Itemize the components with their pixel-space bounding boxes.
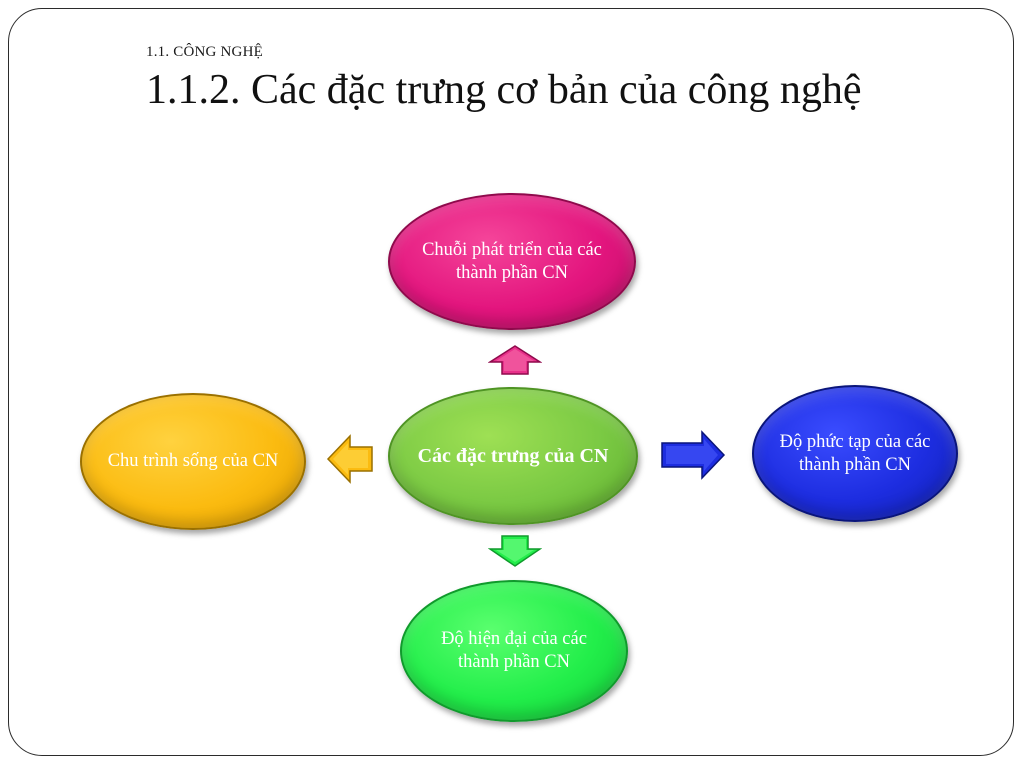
node-life-cycle: Chu trình sống của CN	[80, 393, 306, 530]
arrow-right-icon	[661, 430, 726, 480]
node-development-chain: Chuỗi phát triển của các thành phần CN	[388, 193, 636, 330]
node-center-label: Các đặc trưng của CN	[417, 444, 609, 467]
node-modernity-label: Độ hiện đại của các thành phần CN	[441, 629, 587, 672]
arrow-up-icon	[488, 345, 542, 375]
node-center-characteristics: Các đặc trưng của CN	[388, 387, 638, 525]
arrow-left-icon	[326, 434, 373, 484]
section-label: 1.1. CÔNG NGHỆ	[146, 44, 263, 60]
node-life-cycle-label: Chu trình sống của CN	[107, 451, 279, 471]
node-modernity: Độ hiện đại của các thành phần CN	[400, 580, 628, 722]
node-development-chain-label: Chuỗi phát triển của các thành phần CN	[422, 239, 602, 283]
arrow-down-icon	[488, 535, 542, 567]
slide-title: 1.1.2. Các đặc trưng cơ bản của công ngh…	[146, 67, 862, 113]
node-complexity-label: Độ phức tạp của các thành phần CN	[779, 431, 931, 475]
node-complexity: Độ phức tạp của các thành phần CN	[752, 385, 958, 522]
